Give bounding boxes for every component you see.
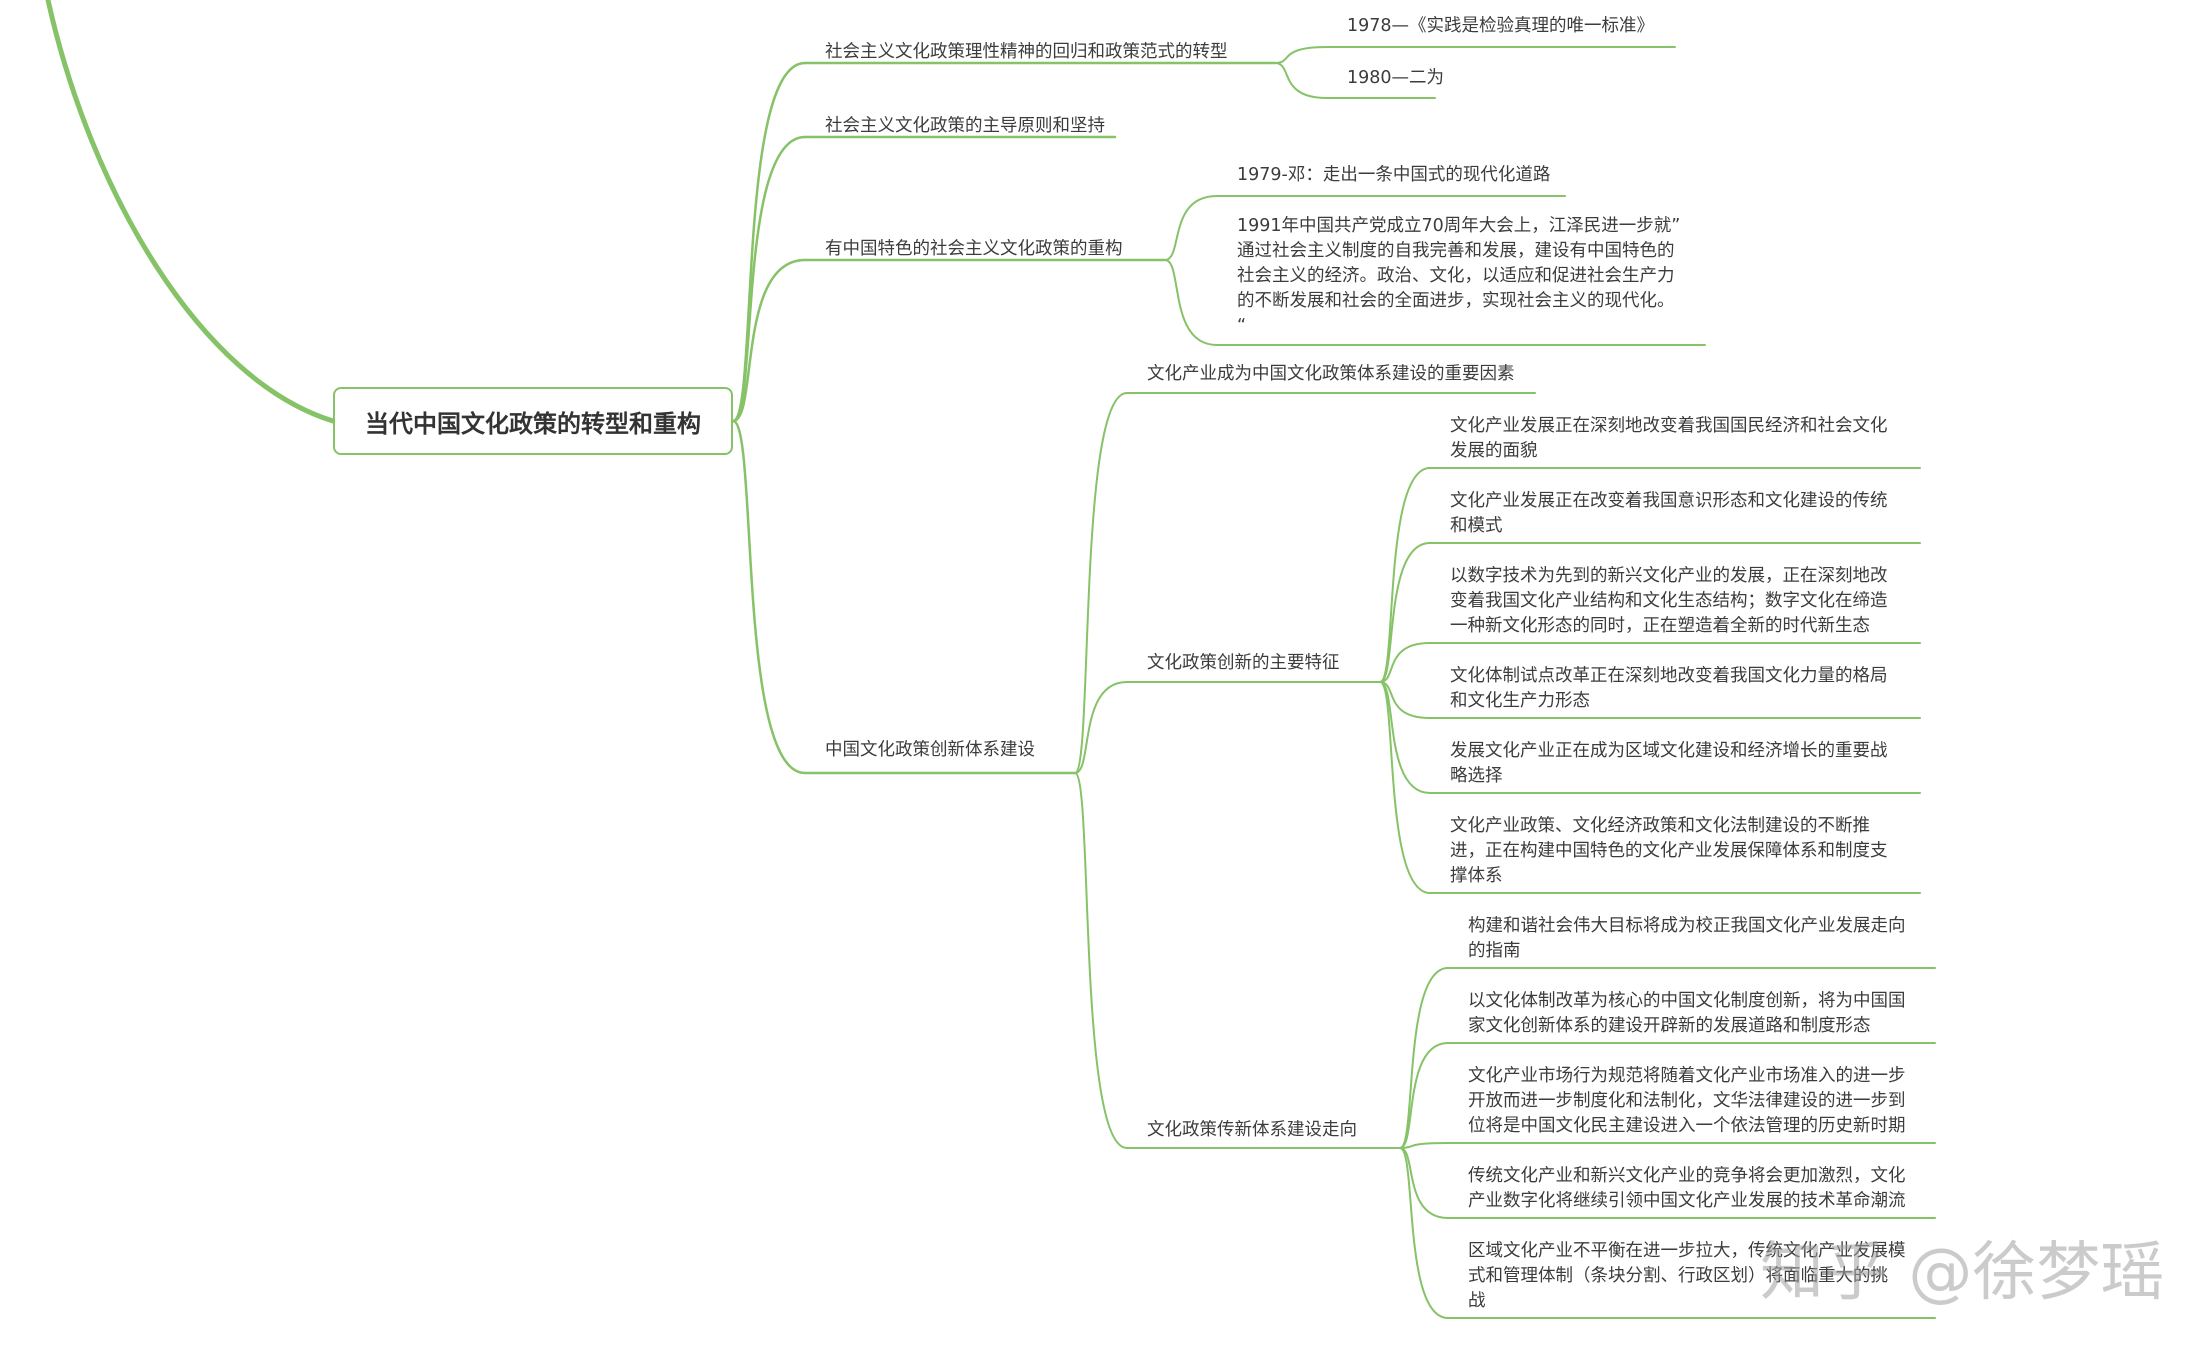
direction-item[interactable]: 构建和谐社会伟大目标将成为校正我国文化产业发展走向 的指南: [1468, 916, 1906, 961]
root-incoming-connector: [45, 0, 336, 424]
node-1980[interactable]: 1980—二为: [1347, 68, 1445, 88]
connector-direction-item: [1399, 1042, 1449, 1149]
connector-root-branch: [731, 135, 807, 423]
feature-item[interactable]: 文化体制试点改革正在深刻地改变着我国文化力量的格局 和文化生产力形态: [1450, 666, 1888, 711]
branch-guiding-principle[interactable]: 社会主义文化政策的主导原则和坚持: [825, 116, 1105, 136]
connector-branch2-child: [1164, 195, 1218, 261]
node-1991-jiang[interactable]: 1991年中国共产党成立70周年大会上，江泽民进一步就” 通过社会主义制度的自我…: [1237, 216, 1681, 336]
connector-branch2-child: [1164, 259, 1218, 346]
node-innovation-features[interactable]: 文化政策创新的主要特征: [1147, 653, 1340, 673]
connector-direction-item: [1399, 1147, 1449, 1319]
node-1978[interactable]: 1978—《实践是检验真理的唯一标准》: [1347, 16, 1655, 36]
connector-branch3-child: [1074, 392, 1128, 774]
connector-feature-item: [1379, 467, 1431, 683]
connector-feature-item: [1379, 681, 1431, 794]
connector-root-branch: [731, 419, 807, 775]
branch-rational-spirit[interactable]: 社会主义文化政策理性精神的回归和政策范式的转型: [825, 42, 1228, 62]
connector-feature-item: [1379, 542, 1431, 683]
connector-direction-item: [1399, 967, 1449, 1149]
direction-item[interactable]: 以文化体制改革为核心的中国文化制度创新，将为中国国 家文化创新体系的建设开辟新的…: [1468, 991, 1906, 1036]
feature-item[interactable]: 文化产业发展正在改变着我国意识形态和文化建设的传统 和模式: [1450, 491, 1888, 536]
direction-item[interactable]: 传统文化产业和新兴文化产业的竞争将会更加激烈，文化 产业数字化将继续引领中国文化…: [1468, 1166, 1906, 1211]
root-topic[interactable]: 当代中国文化政策的转型和重构: [333, 387, 733, 455]
feature-item[interactable]: 以数字技术为先到的新兴文化产业的发展，正在深刻地改 变着我国文化产业结构和文化生…: [1450, 566, 1888, 636]
feature-item[interactable]: 发展文化产业正在成为区域文化建设和经济增长的重要战 略选择: [1450, 741, 1888, 786]
connector-direction-item: [1399, 1147, 1449, 1219]
connector-feature-item: [1379, 681, 1431, 719]
connector-branch3-child: [1074, 772, 1128, 1149]
connector-branch0-child: [1274, 62, 1328, 99]
connector-root-branch: [731, 258, 807, 423]
zhihu-watermark: 知乎 @徐梦瑶: [1760, 1236, 2165, 1310]
branch-innovation-system[interactable]: 中国文化政策创新体系建设: [825, 740, 1035, 760]
feature-item[interactable]: 文化产业发展正在深刻地改变着我国国民经济和社会文化 发展的面貌: [1450, 416, 1888, 461]
connector-feature-item: [1379, 642, 1431, 683]
connector-branch3-child: [1074, 681, 1128, 774]
feature-item[interactable]: 文化产业政策、文化经济政策和文化法制建设的不断推 进，正在构建中国特色的文化产业…: [1450, 816, 1888, 886]
branch-reconstruction[interactable]: 有中国特色的社会主义文化政策的重构: [825, 239, 1123, 259]
direction-item[interactable]: 文化产业市场行为规范将随着文化产业市场准入的进一步 开放而进一步制度化和法制化，…: [1468, 1066, 1906, 1136]
connector-branch0-child: [1274, 46, 1328, 64]
node-cultural-industry-factor[interactable]: 文化产业成为中国文化政策体系建设的重要因素: [1147, 364, 1515, 384]
node-system-direction[interactable]: 文化政策传新体系建设走向: [1147, 1120, 1357, 1140]
connector-root-branch: [731, 61, 807, 423]
connector-direction-item: [1399, 1142, 1449, 1149]
direction-item[interactable]: 区域文化产业不平衡在进一步拉大，传统文化产业发展模 式和管理体制（条块分割、行政…: [1468, 1241, 1906, 1311]
connector-feature-item: [1379, 681, 1431, 894]
node-1979-deng[interactable]: 1979-邓：走出一条中国式的现代化道路: [1237, 165, 1551, 185]
